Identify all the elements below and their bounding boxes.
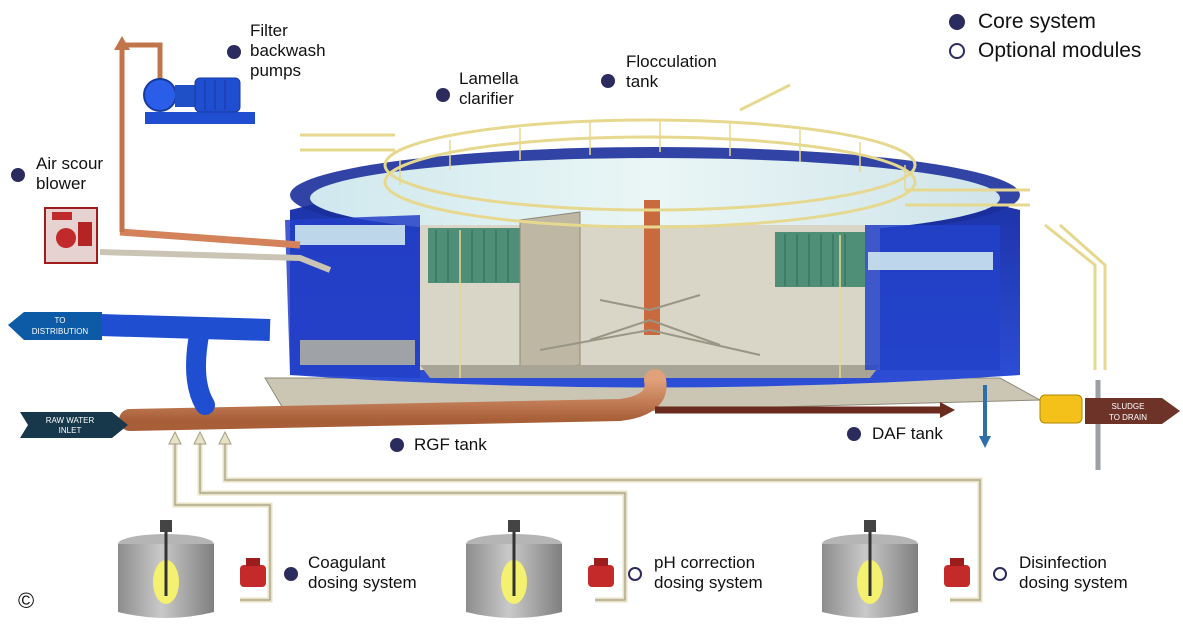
flocculation-tank-dot xyxy=(601,74,615,88)
coagulant-label: Coagulant dosing system xyxy=(308,553,417,592)
raw-water-inlet-arrow: RAW WATER INLET xyxy=(20,412,128,438)
rgf-underdrain xyxy=(300,340,415,365)
sludge-valve xyxy=(1039,394,1083,424)
sludge-line1: SLUDGE xyxy=(1112,402,1145,411)
legend-core-dot xyxy=(949,14,965,30)
daf-cell xyxy=(865,225,1000,370)
main-tank xyxy=(264,83,1107,421)
legend-core-label: Core system xyxy=(978,10,1096,33)
legend-optional-label: Optional modules xyxy=(978,39,1142,62)
to-distribution-arrow: TO DISTRIBUTION xyxy=(8,312,102,340)
rgf-tank-label: RGF tank xyxy=(414,435,487,454)
daf-tank-dot xyxy=(847,427,861,441)
flocculation-chamber xyxy=(519,211,581,371)
flocculation-tank-label: Flocculation tank xyxy=(626,52,717,91)
rgf-tank-dot xyxy=(390,438,404,452)
disinfection-dosing-tank xyxy=(822,520,970,618)
coagulant-dosing-tank xyxy=(118,520,266,618)
walkway-posts xyxy=(399,120,906,378)
lamella-clarifier-dot xyxy=(436,88,450,102)
ph-correction-dot xyxy=(628,567,642,581)
lamella-plates-right xyxy=(775,232,865,287)
filter-backwash-pumps-dot xyxy=(227,45,241,59)
ph-correction-dosing-tank xyxy=(466,520,614,618)
pipework xyxy=(99,36,1101,603)
raw-water-line1: RAW WATER xyxy=(46,416,95,425)
legend-optional-dot xyxy=(949,43,965,59)
raw-water-pipe xyxy=(119,369,667,431)
central-column xyxy=(644,200,660,335)
sludge-line2: TO DRAIN xyxy=(1109,413,1147,422)
coagulant-dot xyxy=(284,567,298,581)
raw-water-line2: INLET xyxy=(59,426,82,435)
lamella-plates-left xyxy=(428,228,523,283)
air-scour-blower xyxy=(44,207,98,264)
scraper-arms xyxy=(539,294,761,356)
to-distribution-line1: TO xyxy=(55,316,66,325)
disinfection-dot xyxy=(993,567,1007,581)
walkway-railing xyxy=(300,83,1107,370)
ph-correction-label: pH correction dosing system xyxy=(654,553,763,592)
copyright-mark: © xyxy=(18,588,35,613)
air-scour-blower-label: Air scour blower xyxy=(36,154,104,193)
sludge-to-drain-arrow: SLUDGE TO DRAIN xyxy=(1085,398,1180,424)
daf-tank-label: DAF tank xyxy=(872,424,943,443)
rgf-cell xyxy=(285,215,420,378)
air-scour-blower-dot xyxy=(11,168,25,182)
backwash-pump xyxy=(143,77,255,124)
to-distribution-line2: DISTRIBUTION xyxy=(32,327,89,336)
lamella-clarifier-label: Lamella clarifier xyxy=(459,69,519,108)
disinfection-label: Disinfection dosing system xyxy=(1019,553,1128,592)
filter-backwash-pumps-label: Filter backwash pumps xyxy=(250,21,326,80)
distribution-pipe xyxy=(99,314,271,341)
